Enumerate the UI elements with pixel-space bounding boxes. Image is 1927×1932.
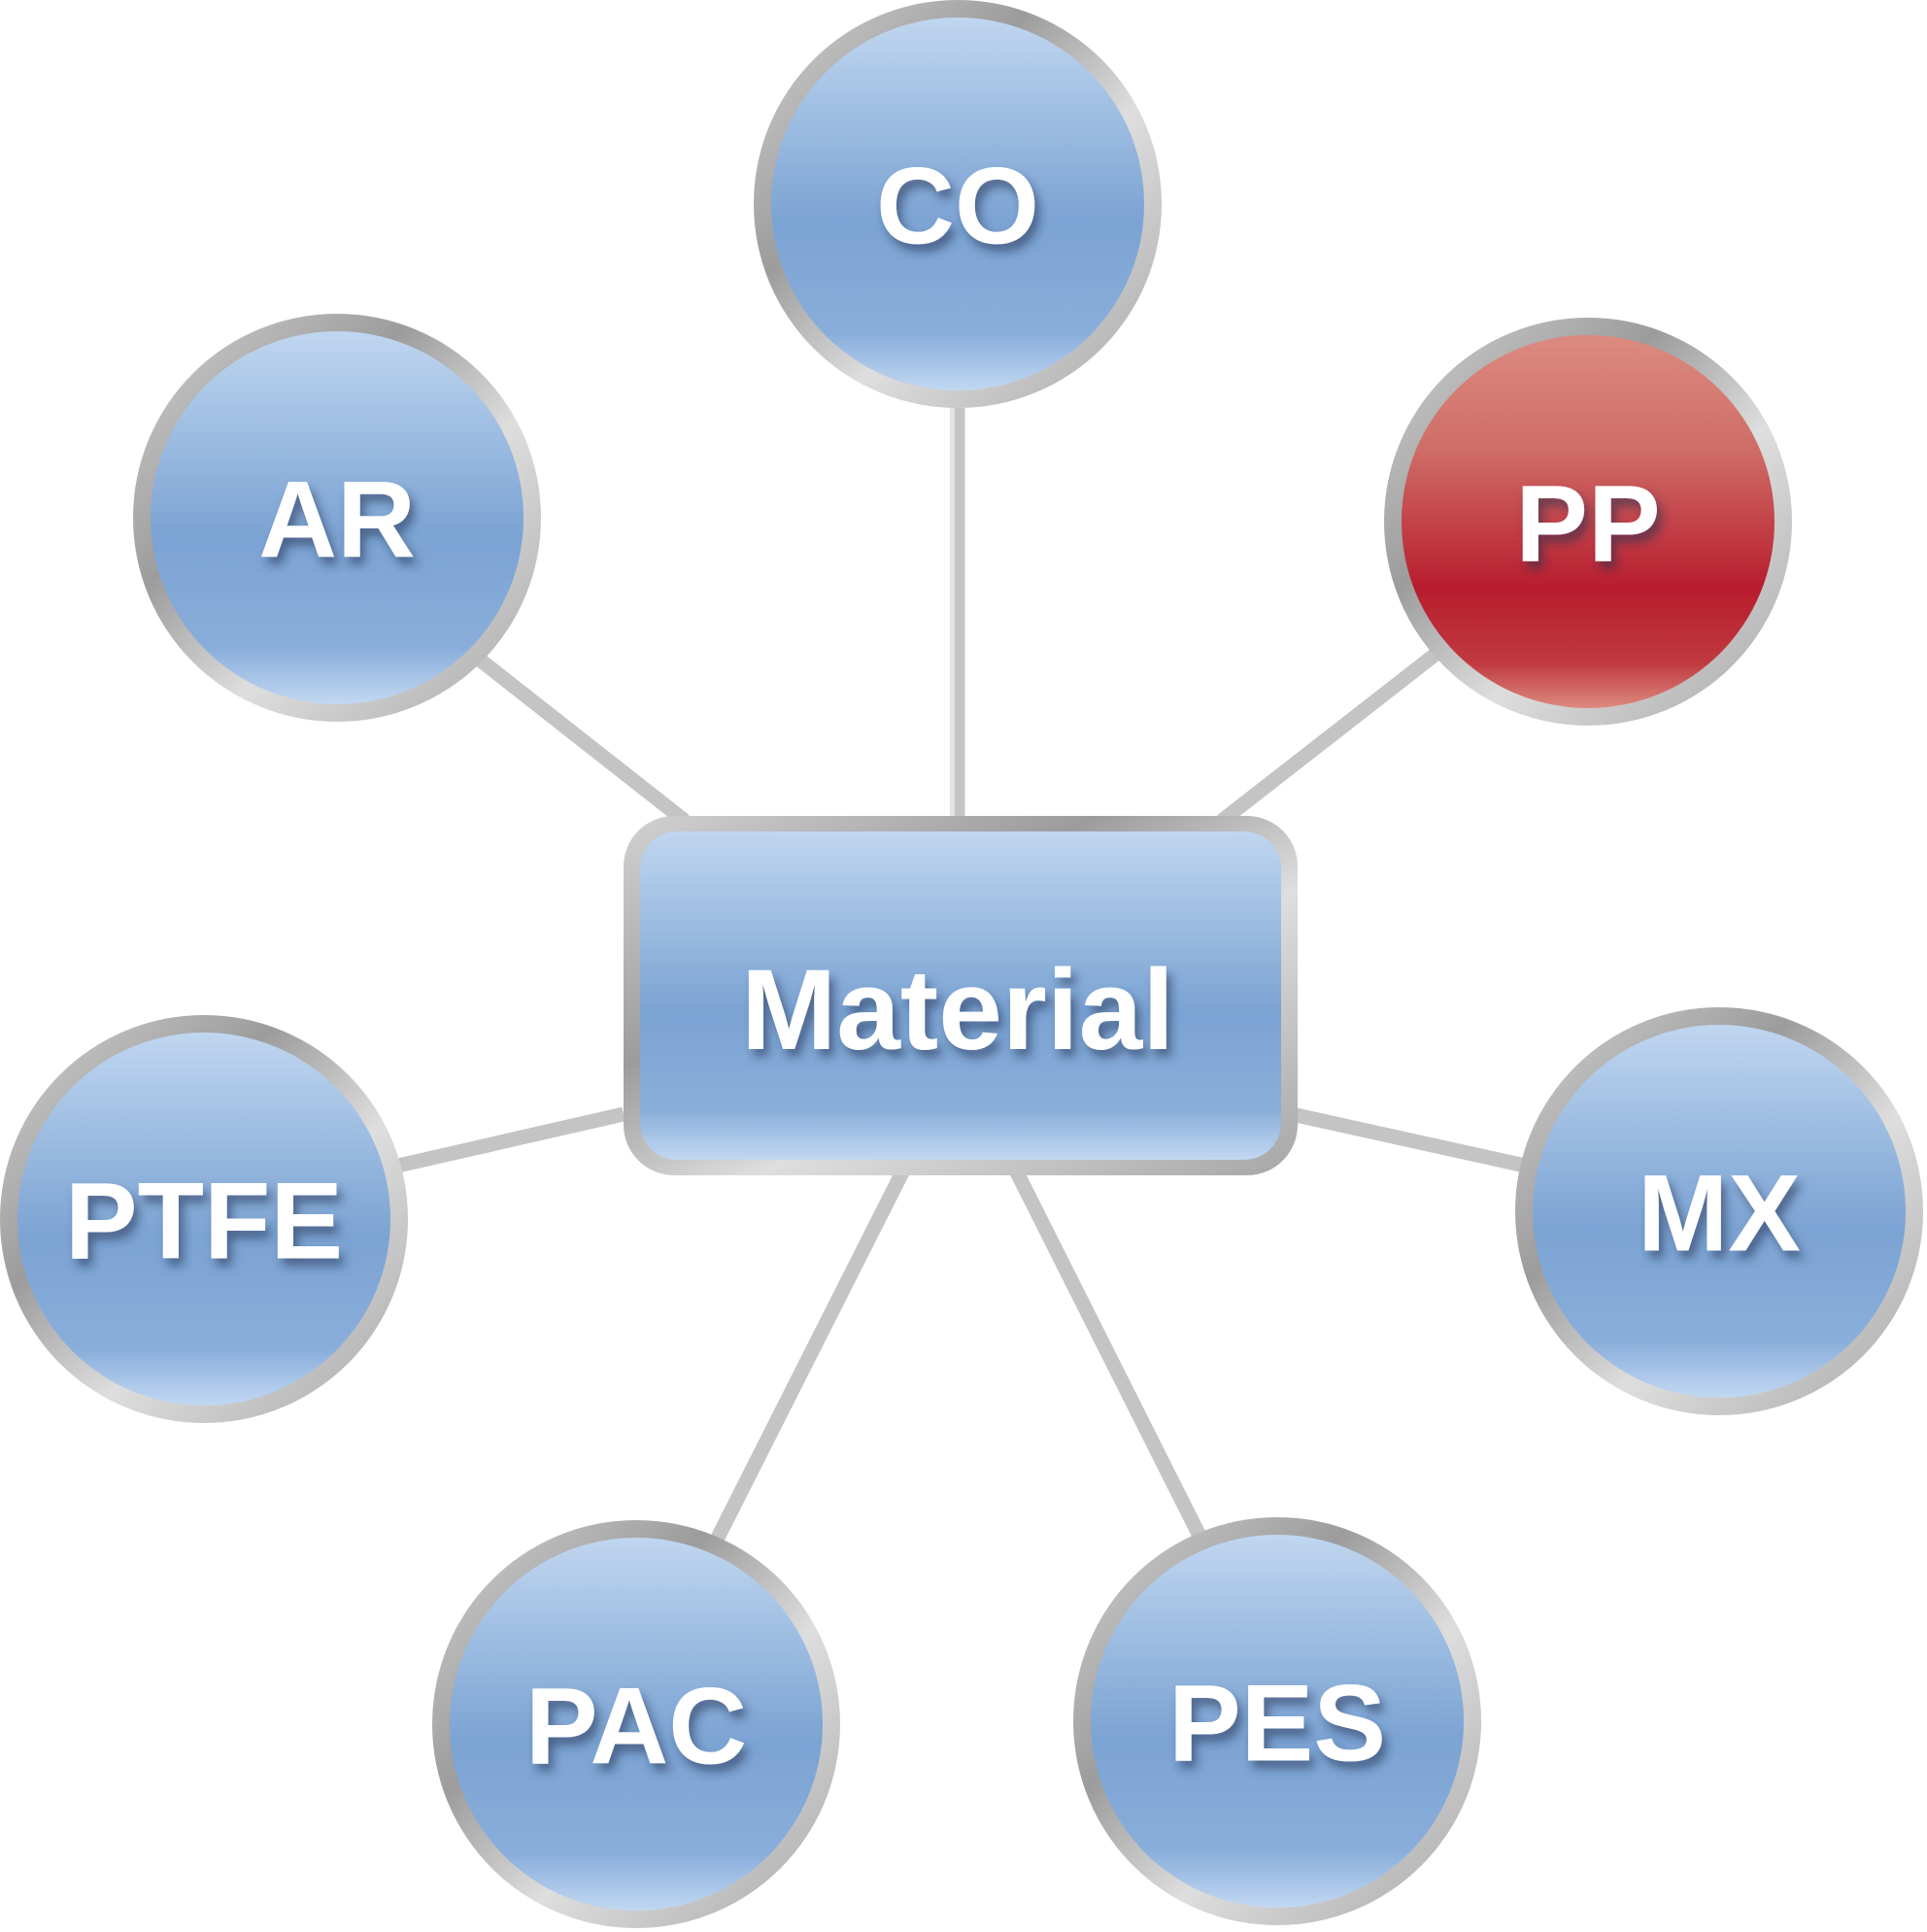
node-ar-label: AR	[258, 459, 416, 581]
node-co-fill	[771, 17, 1144, 390]
node-ptfe: PTFE	[0, 1015, 408, 1423]
connectors	[396, 408, 1527, 1543]
center-node-fill	[640, 831, 1281, 1160]
connector-mx	[1290, 1106, 1527, 1173]
node-mx-fill	[1533, 1025, 1906, 1398]
node-pes-label: PES	[1168, 1663, 1386, 1784]
center-node-material: Material	[624, 816, 1298, 1175]
connector-pes	[1009, 1167, 1207, 1542]
node-pac-label: PAC	[525, 1666, 747, 1787]
node-pac-fill	[450, 1538, 823, 1911]
node-pes: PES	[1073, 1517, 1481, 1925]
node-co-label: CO	[876, 146, 1039, 267]
connector-ar	[471, 651, 690, 827]
node-ar-fill	[151, 331, 524, 704]
node-co: CO	[754, 0, 1162, 408]
node-mx-label: MX	[1638, 1153, 1801, 1274]
node-ptfe-label: PTFE	[65, 1161, 343, 1282]
node-pp: PP	[1384, 318, 1792, 726]
connector-pp	[1217, 643, 1447, 827]
node-mx: MX	[1515, 1007, 1923, 1415]
node-ar: AR	[133, 314, 541, 722]
node-pac: PAC	[432, 1520, 840, 1928]
connector-ptfe	[396, 1106, 625, 1173]
node-ptfe-fill	[17, 1033, 390, 1406]
node-pp-label: PP	[1515, 463, 1660, 585]
node-pp-fill	[1402, 335, 1775, 708]
connector-pac	[710, 1167, 910, 1543]
center-node-label: Material	[741, 946, 1174, 1074]
node-pes-fill	[1091, 1535, 1464, 1908]
